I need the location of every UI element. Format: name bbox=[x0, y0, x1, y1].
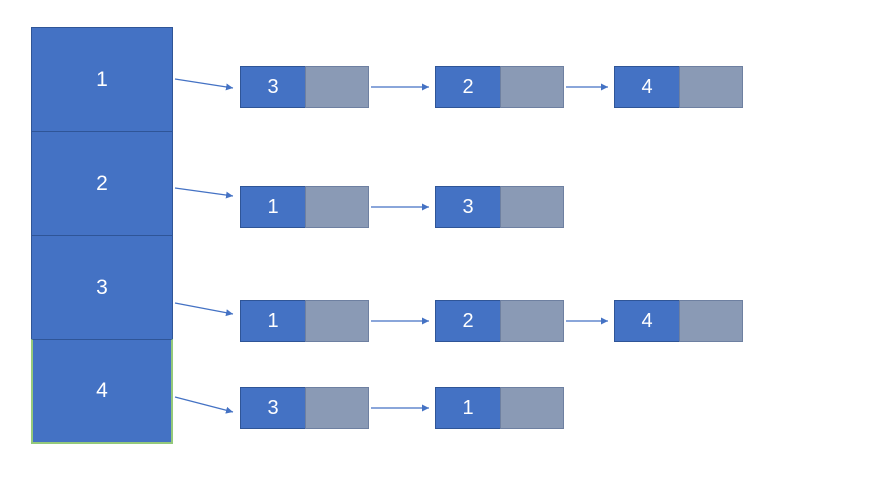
node-value-cell: 1 bbox=[240, 186, 306, 228]
arrow-array2-to-list bbox=[174, 187, 234, 199]
node-pointer-cell bbox=[500, 387, 564, 429]
node-pointer-cell bbox=[305, 387, 369, 429]
array-cell-label: 2 bbox=[96, 171, 108, 195]
node-value-cell: 1 bbox=[240, 300, 306, 342]
node-value-cell: 3 bbox=[240, 66, 306, 108]
array-cell-2: 2 bbox=[31, 131, 173, 236]
array-cell-label: 3 bbox=[96, 275, 108, 299]
vertex-array: 1 2 3 4 bbox=[31, 27, 173, 444]
node-value-cell: 1 bbox=[435, 387, 501, 429]
array-cell-3: 3 bbox=[31, 235, 173, 340]
list-node: 1 bbox=[240, 300, 369, 342]
list-node: 1 bbox=[240, 186, 369, 228]
node-value-cell: 2 bbox=[435, 66, 501, 108]
node-value-cell: 2 bbox=[435, 300, 501, 342]
list-node: 3 bbox=[240, 66, 369, 108]
node-pointer-cell bbox=[500, 66, 564, 108]
list-node: 1 bbox=[435, 387, 564, 429]
arrow-array1-to-list bbox=[174, 78, 234, 91]
node-value-cell: 3 bbox=[240, 387, 306, 429]
list-node: 3 bbox=[435, 186, 564, 228]
node-pointer-cell bbox=[500, 300, 564, 342]
array-cell-4-selected: 4 bbox=[31, 339, 173, 444]
list-node: 4 bbox=[614, 300, 743, 342]
node-pointer-cell bbox=[305, 300, 369, 342]
list-node: 4 bbox=[614, 66, 743, 108]
arrow-array3-to-list bbox=[174, 302, 234, 317]
node-pointer-cell bbox=[305, 186, 369, 228]
node-pointer-cell bbox=[679, 300, 743, 342]
list-node: 3 bbox=[240, 387, 369, 429]
node-value-cell: 4 bbox=[614, 66, 680, 108]
node-pointer-cell bbox=[500, 186, 564, 228]
list-node: 2 bbox=[435, 66, 564, 108]
array-cell-1: 1 bbox=[31, 27, 173, 132]
list-node: 2 bbox=[435, 300, 564, 342]
node-value-cell: 4 bbox=[614, 300, 680, 342]
array-cell-label: 4 bbox=[96, 379, 108, 402]
array-cell-label: 1 bbox=[96, 67, 108, 91]
node-pointer-cell bbox=[305, 66, 369, 108]
arrow-array4-to-list bbox=[174, 396, 234, 414]
node-pointer-cell bbox=[679, 66, 743, 108]
node-value-cell: 3 bbox=[435, 186, 501, 228]
